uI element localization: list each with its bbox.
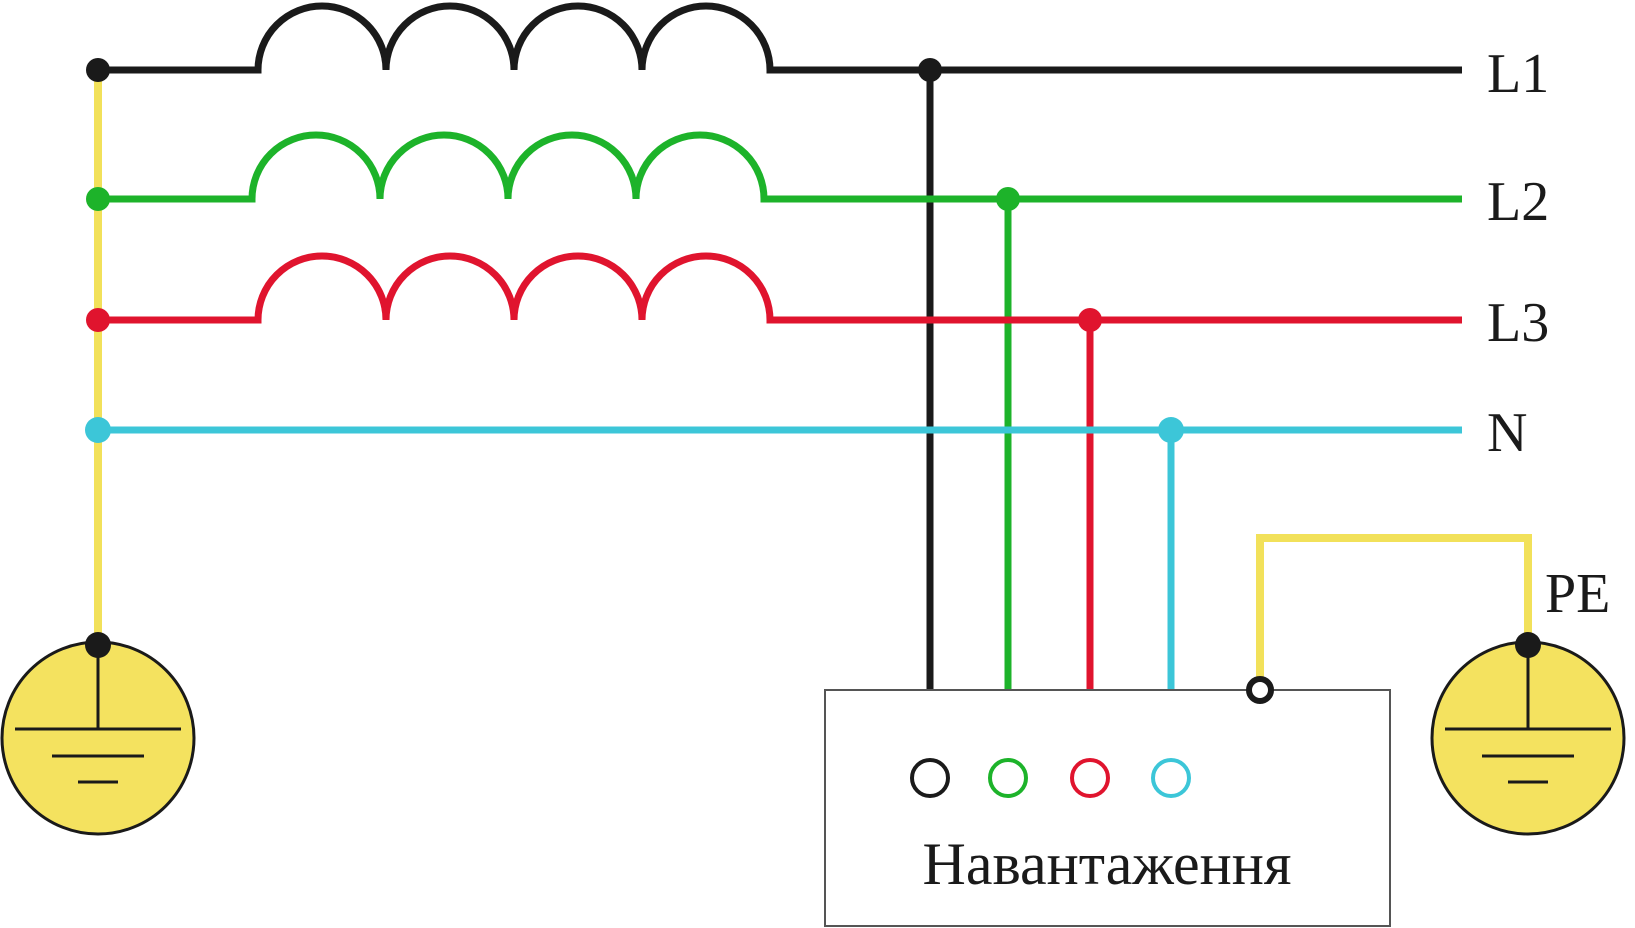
label-pe: PE [1545,563,1610,625]
l2-winding [98,131,1462,203]
l1-source-node [86,58,110,82]
n-tap-node [1158,417,1184,443]
source-earth-electrode [0,632,196,836]
load-terminal-n [1151,758,1191,798]
phase-l3 [86,252,1462,760]
pe-conductor [1256,534,1532,690]
load-terminal-l3 [1070,758,1110,798]
l3-source-node [86,308,110,332]
label-l3: L3 [1487,292,1549,354]
pe-earth-node [1515,632,1541,658]
l2-tap-node [996,187,1020,211]
l3-winding [98,252,1462,324]
label-l1: L1 [1487,43,1549,105]
l1-winding [98,2,1462,74]
phase-l2 [86,131,1462,760]
l2-source-node [86,187,110,211]
load-box [824,689,1391,927]
load-terminal-l2 [988,758,1028,798]
n-source-node [85,417,111,443]
l1-tap-node [918,58,942,82]
pe-earth-electrode [1430,632,1626,836]
label-l2: L2 [1487,171,1549,233]
phase-l1 [86,2,1462,760]
load-terminal-l1 [910,758,950,798]
source-earth-node [85,632,111,658]
label-n: N [1487,402,1527,464]
load-terminal-pe [1246,676,1274,704]
load-label: Навантаження [923,831,1292,897]
l3-tap-node [1078,308,1102,332]
